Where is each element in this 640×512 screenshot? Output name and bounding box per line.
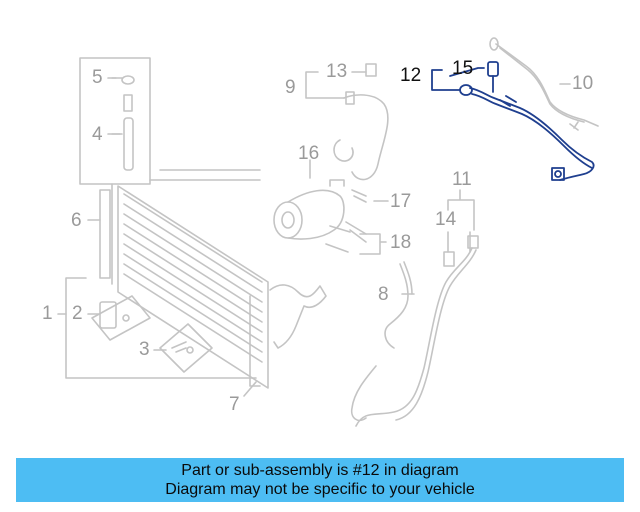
seal-kits [91, 295, 213, 373]
callout-16: 16 [298, 143, 320, 164]
callout-17: 17 [390, 191, 412, 212]
ac-hose-part-12[interactable] [431, 61, 595, 181]
callout-1: 1 [42, 303, 53, 324]
pressure-hose [489, 37, 599, 131]
condenser [65, 169, 327, 397]
suction-hose [343, 63, 389, 181]
callout-10: 10 [572, 73, 594, 94]
banner-line-disclaimer: Diagram may not be specific to your vehi… [165, 481, 475, 498]
compressor [273, 139, 367, 253]
leader-lines [57, 71, 571, 351]
info-banner: Part or sub-assembly is #12 in diagram D… [16, 458, 624, 502]
callout-15: 15 [452, 58, 474, 79]
callout-9: 9 [285, 77, 296, 98]
callout-8: 8 [378, 284, 389, 305]
callout-2: 2 [72, 303, 83, 324]
callout-13: 13 [326, 61, 348, 82]
callout-6: 6 [71, 210, 82, 231]
liquid-line [350, 231, 479, 427]
callout-4: 4 [92, 124, 103, 145]
callout-3: 3 [139, 339, 150, 360]
callout-11: 11 [452, 169, 472, 190]
receiver-drier [79, 57, 151, 185]
callout-14: 14 [435, 209, 457, 230]
callout-7: 7 [229, 394, 240, 415]
callout-5: 5 [92, 67, 103, 88]
callout-12[interactable]: 12 [400, 65, 422, 86]
callout-18: 18 [390, 232, 412, 253]
banner-line-part: Part or sub-assembly is #12 in diagram [181, 462, 459, 479]
